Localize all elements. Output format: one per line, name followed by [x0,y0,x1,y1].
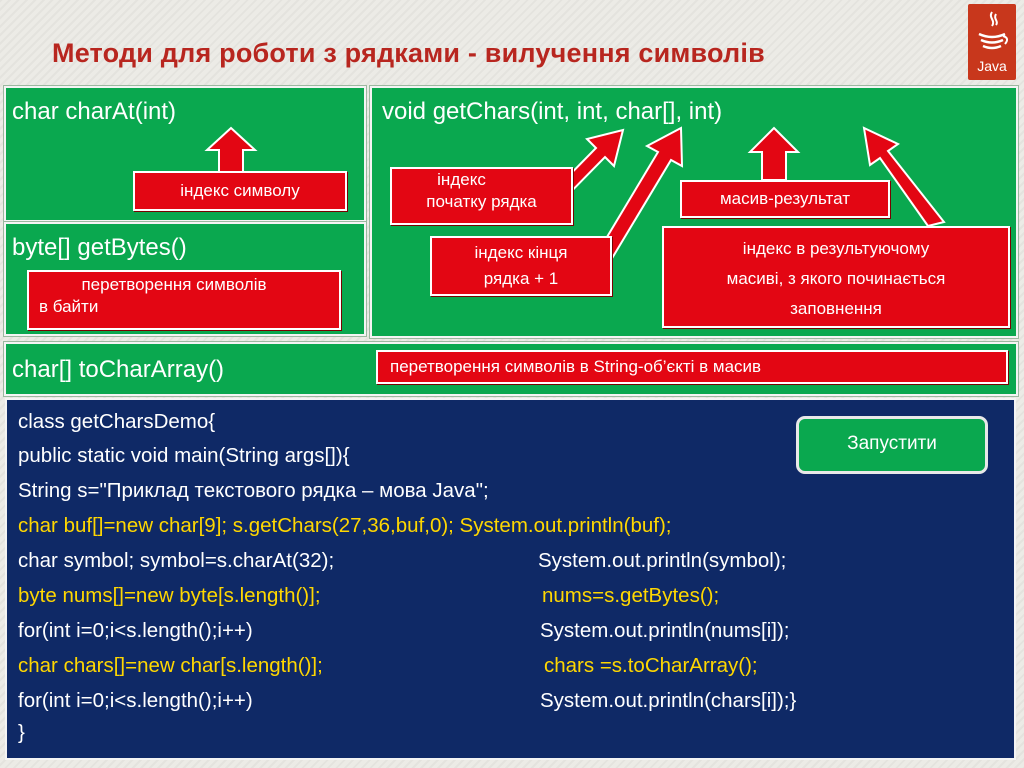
run-button[interactable]: Запустити [796,416,988,474]
code-line-7b: System.out.println(nums[i]); [540,619,790,642]
java-logo-text: Java [977,58,1007,74]
getbytes-note-line1: перетворення символів [81,275,267,294]
getchars-end-line2: рядка + 1 [483,269,559,288]
code-line-5a: char symbol; symbol=s.charAt(32); [18,549,335,572]
arrow-getchars-result [747,126,801,181]
code-line-6b: nums=s.getBytes(); [542,584,720,607]
getchars-signature: void getChars(int, int, char[], int) [382,98,723,125]
getchars-end-line1: індекс кінця [474,243,568,262]
code-line-2: public static void main(String args[]){ [18,444,350,467]
charat-index-label: індекс символу [133,171,347,211]
getchars-offset-label: індекс в результуючому масиві, з якого п… [662,226,1010,328]
getchars-start-line2: початку рядка [426,192,537,211]
tochararray-note: перетворення символів в String-об’єкті в… [376,350,1008,384]
code-line-8b: chars =s.toCharArray(); [544,654,758,677]
getchars-start-line1: індекс [437,170,486,189]
getchars-offset-line2: масиві, з якого починається [726,269,946,288]
code-line-9a: for(int i=0;i<s.length();i++) [18,689,253,712]
getbytes-signature: byte[] getBytes() [12,234,187,261]
page-title: Методи для роботи з рядками - вилучення … [52,38,765,68]
code-line-10: } [18,721,25,744]
getbytes-note-line2: в байти [39,297,99,316]
getchars-offset-line1: індекс в результуючому [742,239,930,258]
charat-signature: char charAt(int) [12,98,177,125]
code-line-9b: System.out.println(chars[i]);} [540,689,797,712]
code-line-4: char buf[]=new char[9]; s.getChars(27,36… [18,514,672,537]
code-line-1: class getCharsDemo{ [18,410,216,433]
code-line-5b: System.out.println(symbol); [538,549,787,572]
getchars-start-index-label: індекс початку рядка [390,167,573,225]
arrow-getchars-end [596,126,684,262]
code-line-7a: for(int i=0;i<s.length();i++) [18,619,253,642]
code-line-8a: char chars[]=new char[s.length()]; [18,654,323,677]
getchars-result-array-label: масив-результат [680,180,890,218]
arrow-charat [204,126,258,173]
getchars-end-index-label: індекс кінця рядка + 1 [430,236,612,296]
java-logo: Java [968,4,1016,80]
getchars-offset-line3: заповнення [790,299,882,318]
getbytes-note: перетворення символів в байти [27,270,341,330]
arrow-getchars-offset [862,126,946,228]
tochararray-signature: char[] toCharArray() [12,356,225,383]
code-line-3: String s="Приклад текстового рядка – мов… [18,479,489,502]
code-line-6a: byte nums[]=new byte[s.length()]; [18,584,321,607]
